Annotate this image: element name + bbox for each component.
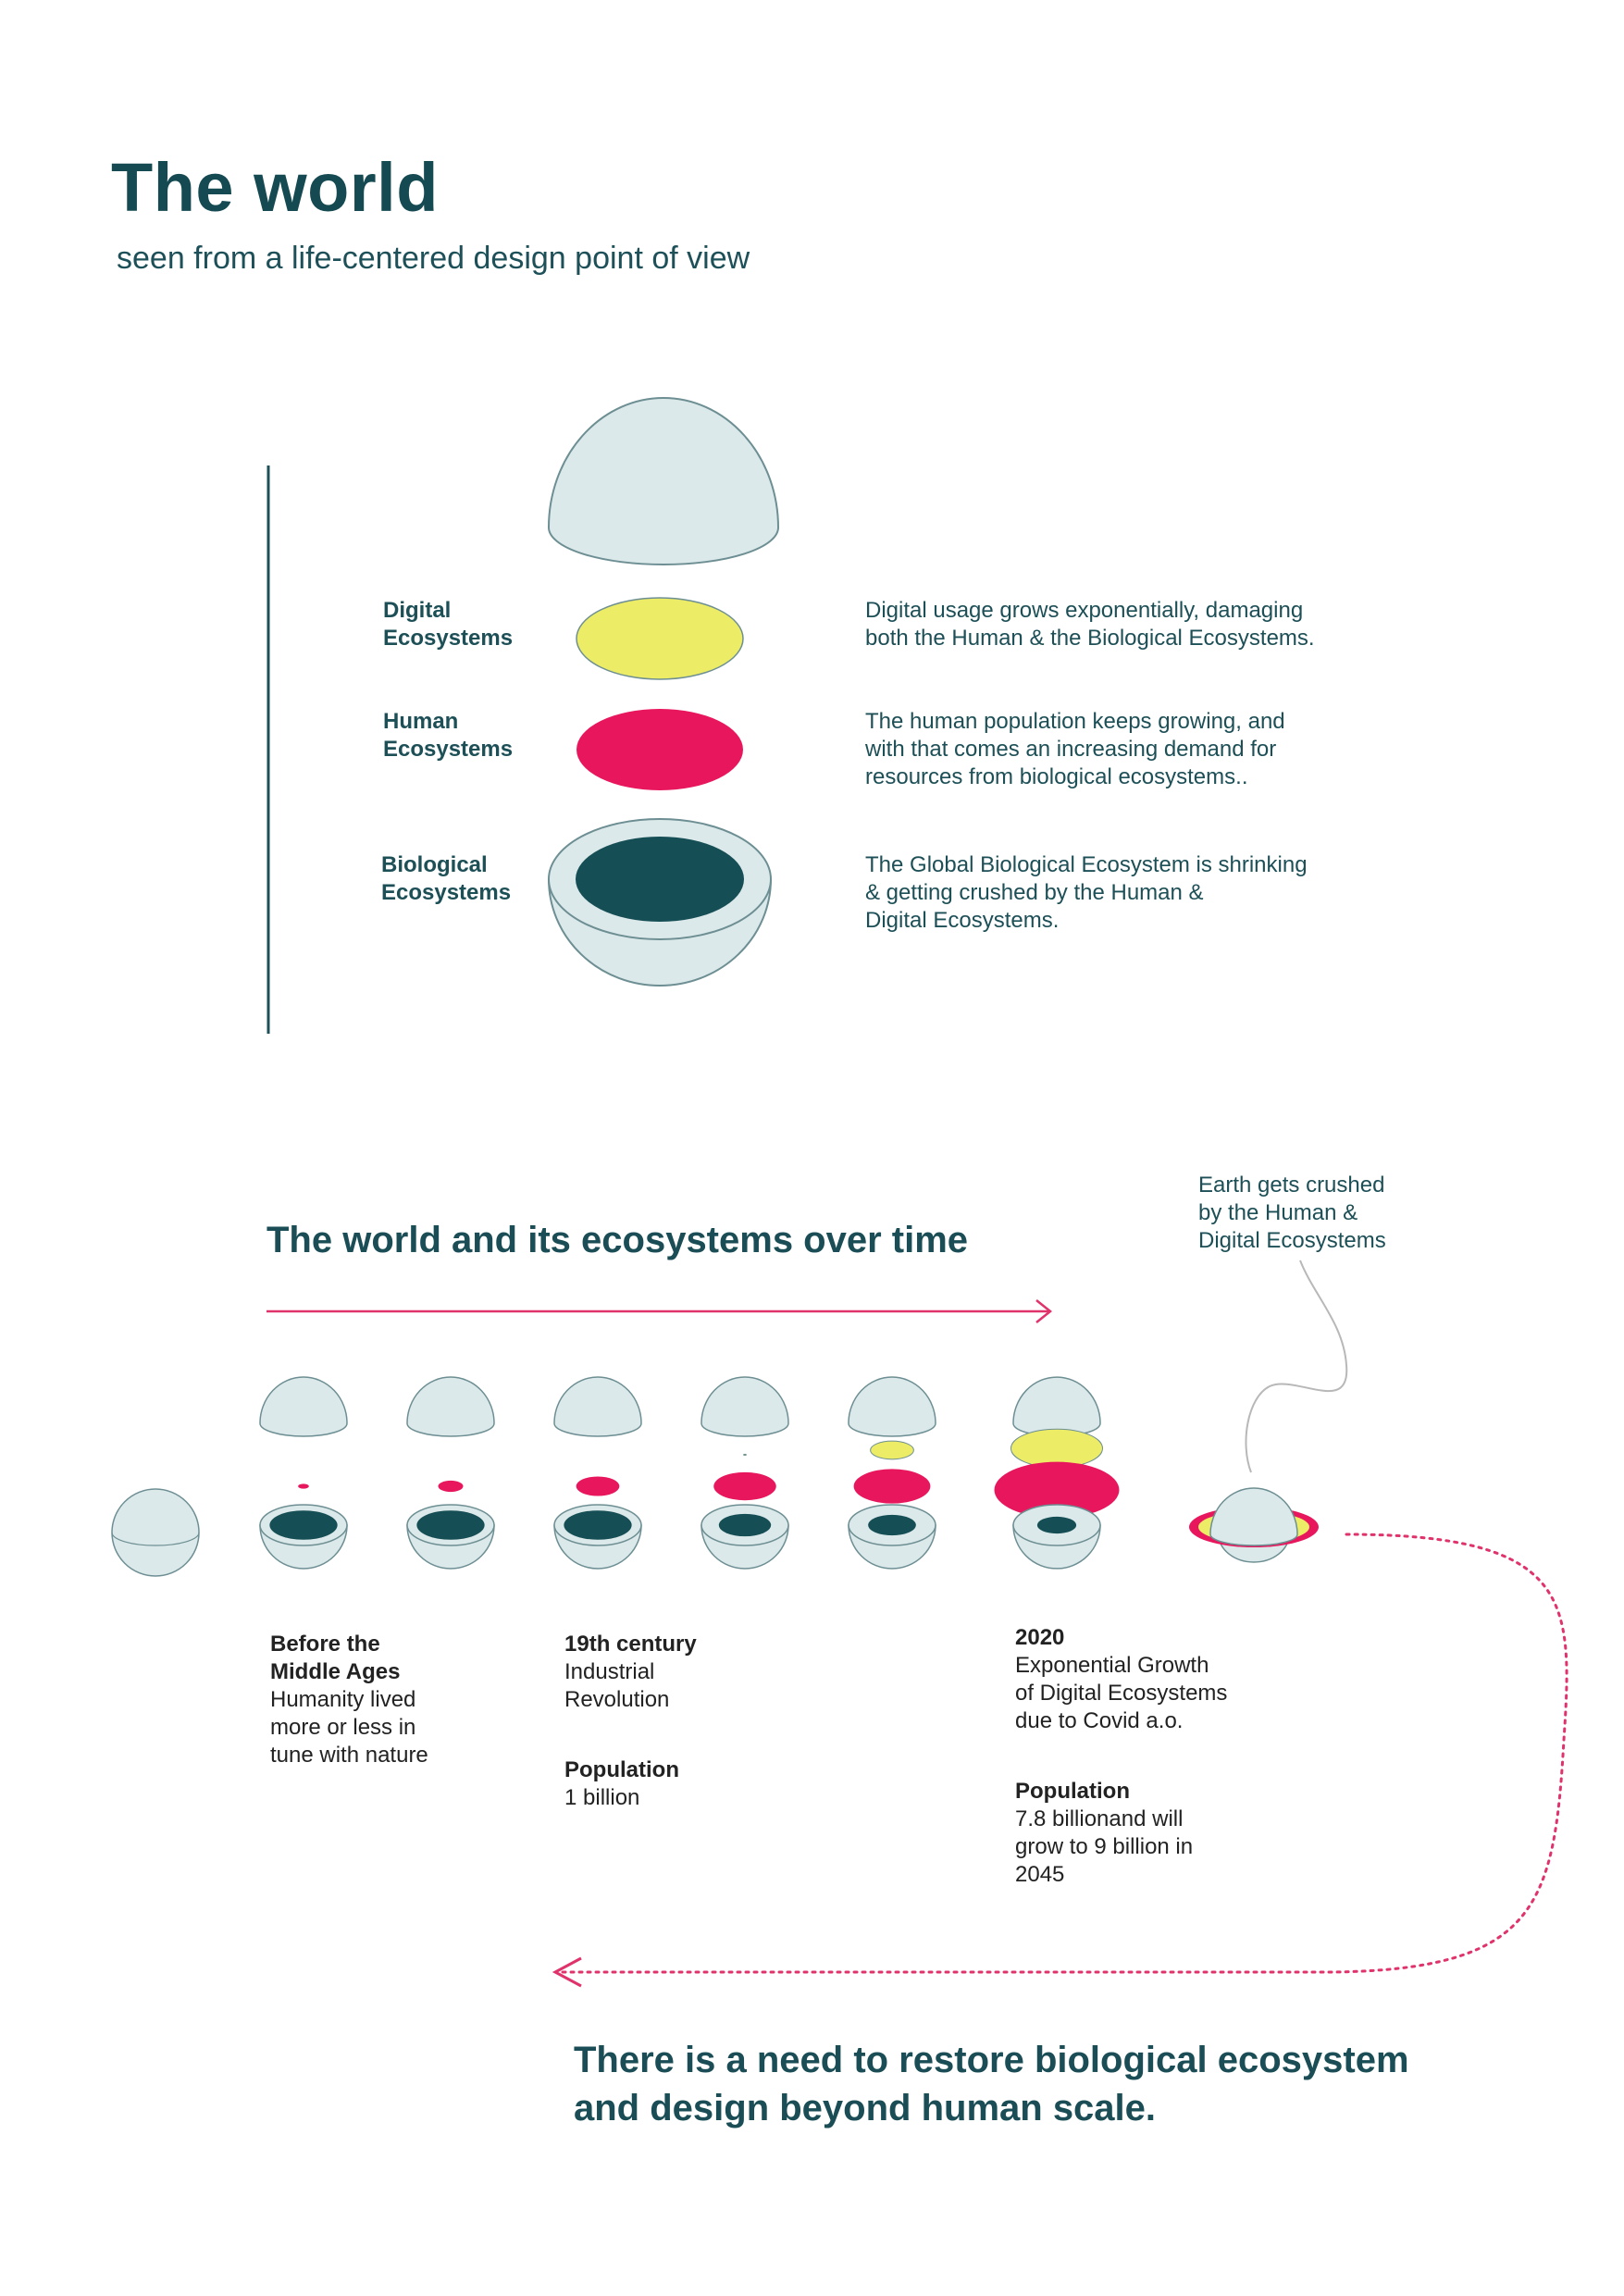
digital-ecosystem-layer — [870, 1440, 914, 1460]
human-ecosystem-layer — [994, 1461, 1120, 1519]
return-arrow — [552, 1533, 1568, 1988]
world-equator — [111, 1532, 200, 1546]
era-heading: 19th century — [564, 1632, 697, 1657]
crush-annotation: Earth gets crushed by the Human & Digita… — [1198, 1173, 1386, 1253]
era-heading: Before the Middle Ages — [270, 1632, 401, 1684]
era-text: Industrial Revolution — [564, 1659, 670, 1712]
biological-ecosystem-core — [868, 1514, 916, 1536]
human-ecosystem-layer — [576, 709, 743, 790]
era-heading: 2020 — [1015, 1625, 1065, 1650]
human-ecosystem-layer — [713, 1471, 776, 1501]
population-label: Population — [564, 1757, 679, 1782]
world-top-cap — [1012, 1376, 1101, 1437]
timeline-title: The world and its ecosystems over time — [267, 1220, 969, 1260]
era-before-middle-ages: Before the Middle Ages Humanity lived mo… — [270, 1631, 428, 1769]
biological-ecosystem-core — [718, 1513, 772, 1537]
page-title: The world — [111, 149, 439, 226]
biological-ecosystem-core — [269, 1510, 338, 1540]
biological-ecosystem-core — [564, 1510, 632, 1540]
human-ecosystem-layer — [298, 1483, 309, 1489]
annotation-leader-line — [1245, 1260, 1348, 1473]
conclusion-statement: There is a need to restore biological ec… — [574, 2040, 1409, 2128]
desc-digital-ecosystems: Digital usage grows exponentially, damag… — [865, 598, 1315, 651]
era-19th-century: 19th century Industrial Revolution Popul… — [564, 1631, 697, 1812]
crushed-world-cap — [1209, 1487, 1298, 1546]
page-subtitle: seen from a life-centered design point o… — [117, 241, 750, 276]
label-biological-ecosystems: Biological Ecosystems — [381, 852, 512, 905]
label-human-ecosystems: Human Ecosystems — [383, 709, 514, 762]
world-top-cap — [547, 397, 780, 565]
closed-world-sphere — [111, 1488, 200, 1577]
digital-ecosystem-layer — [576, 597, 744, 680]
digital-ecosystem-layer — [743, 1453, 747, 1457]
human-ecosystem-layer — [438, 1480, 464, 1493]
exploded-world-diagram — [267, 397, 780, 1034]
era-text: Humanity lived more or less in tune with… — [270, 1687, 428, 1768]
digital-ecosystem-layer — [1010, 1428, 1103, 1469]
biological-ecosystem-core — [576, 837, 744, 922]
time-arrow — [267, 1299, 1053, 1323]
population-label: Population — [1015, 1779, 1130, 1804]
era-2020: 2020 Exponential Growth of Digital Ecosy… — [1015, 1624, 1227, 1889]
world-top-cap — [848, 1376, 936, 1437]
biological-ecosystem-core — [1036, 1516, 1077, 1534]
biological-ecosystem-bowl — [547, 818, 773, 987]
population-value: 7.8 billionand will grow to 9 billion in… — [1015, 1806, 1194, 1887]
world-top-cap — [700, 1376, 789, 1437]
population-value: 1 billion — [564, 1785, 640, 1810]
world-top-cap — [259, 1376, 348, 1437]
world-top-cap — [553, 1376, 642, 1437]
label-digital-ecosystems: Digital Ecosystems — [383, 598, 514, 651]
world-top-cap — [406, 1376, 495, 1437]
human-ecosystem-layer — [576, 1476, 620, 1496]
desc-biological-ecosystems: The Global Biological Ecosystem is shrin… — [865, 852, 1308, 933]
desc-human-ecosystems: The human population keeps growing, and … — [865, 709, 1285, 789]
biological-ecosystem-core — [416, 1510, 485, 1540]
timeline-stages — [111, 1376, 1319, 1577]
human-ecosystem-layer — [853, 1469, 931, 1504]
era-text: Exponential Growth of Digital Ecosystems… — [1015, 1653, 1228, 1733]
